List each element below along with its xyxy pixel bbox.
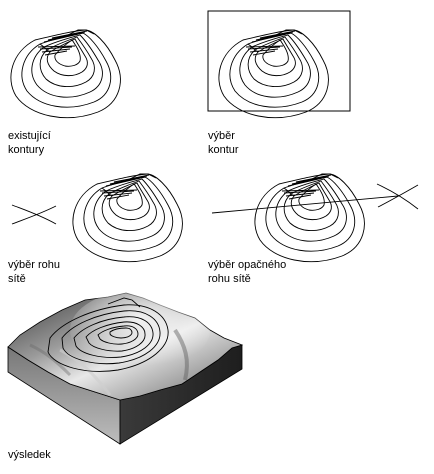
selected-contours-drawing bbox=[207, 10, 351, 119]
label-select-opposite-corner: výběr opačného rohu sítě bbox=[208, 258, 286, 286]
existing-contours-drawing bbox=[10, 29, 121, 119]
opposite-corner-cross-marker bbox=[376, 183, 419, 210]
label-select-opposite-line1: výběr opačného bbox=[208, 259, 287, 271]
selection-window bbox=[207, 10, 351, 112]
label-select-opposite-line2: rohu sítě bbox=[208, 273, 251, 285]
label-select-corner: výběr rohu sítě bbox=[8, 258, 60, 286]
corner-cross-marker bbox=[11, 204, 57, 225]
label-select-contours-line1: výběr bbox=[208, 130, 235, 142]
opposite-corner-selection-drawing bbox=[211, 173, 419, 263]
label-select-corner-line2: sítě bbox=[8, 273, 26, 285]
label-existing-line2: kontury bbox=[8, 144, 45, 156]
mesh-corner-selection-drawing bbox=[11, 173, 183, 263]
rubber-band-line bbox=[211, 195, 399, 214]
label-select-contours: výběr kontur bbox=[208, 129, 239, 157]
label-result-line1: výsledek bbox=[8, 449, 51, 461]
label-existing-contours: existující kontury bbox=[8, 129, 51, 157]
label-select-contours-line2: kontur bbox=[208, 144, 239, 156]
terrain-contour-lines bbox=[47, 297, 169, 372]
result-terrain-mesh bbox=[7, 290, 244, 445]
label-existing-line1: existující bbox=[8, 130, 51, 142]
label-select-corner-line1: výběr rohu bbox=[8, 259, 60, 271]
label-result: výsledek bbox=[8, 448, 51, 462]
